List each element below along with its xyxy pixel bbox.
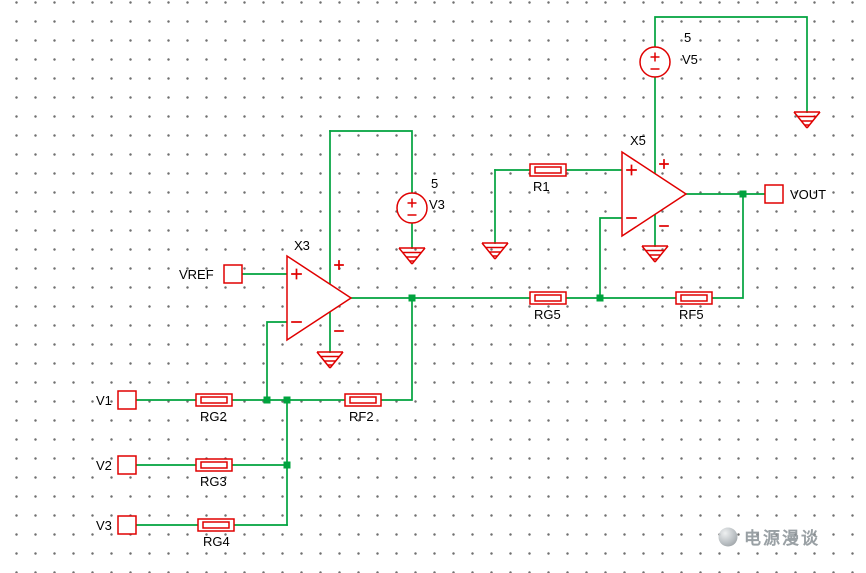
resistor-rg5-label: RG5	[534, 307, 561, 322]
opamp-x3-body[interactable]	[286, 254, 353, 342]
port-v2[interactable]	[117, 455, 137, 475]
resistor-rf5-label: RF5	[679, 307, 704, 322]
source-v5-label: V5	[682, 52, 698, 67]
port-vref[interactable]	[223, 264, 243, 284]
resistor-r1[interactable]	[529, 163, 567, 177]
source-v5-value: 5	[684, 30, 691, 45]
wire-supply-to-v3[interactable]	[329, 130, 413, 194]
wire-rf5-to-out-node[interactable]	[711, 193, 744, 299]
wire-x3-minus-feedback[interactable]	[266, 321, 288, 401]
opamp-x5-label: X5	[630, 133, 646, 148]
opamp-x3[interactable]	[286, 254, 353, 342]
resistor-rf5[interactable]	[675, 291, 713, 305]
ground-symbol[interactable]	[316, 351, 344, 369]
ground-symbol[interactable]	[793, 111, 821, 129]
voltage-source-v5[interactable]	[639, 46, 671, 78]
plus-input-mark	[291, 268, 302, 280]
voltage-source-v3[interactable]	[396, 192, 428, 224]
resistor-rg3-label: RG3	[200, 474, 227, 489]
port-v3[interactable]	[117, 515, 137, 535]
watermark: 电源漫谈	[718, 527, 820, 548]
resistor-rg2[interactable]	[195, 393, 233, 407]
plus-input-mark	[626, 164, 637, 176]
resistor-rg3[interactable]	[195, 458, 233, 472]
junction-node	[283, 461, 291, 469]
junction-node	[283, 396, 291, 404]
opamp-x5[interactable]	[621, 150, 688, 238]
opamp-x5-body[interactable]	[621, 150, 688, 238]
port-v2-label: V2	[96, 458, 112, 473]
port-vout-label: VOUT	[790, 187, 826, 202]
resistor-rf2-label: RF2	[349, 409, 374, 424]
source-v3-label: V3	[429, 197, 445, 212]
junction-node	[739, 190, 747, 198]
ground-symbol[interactable]	[641, 245, 669, 263]
watermark-camera-icon	[718, 527, 738, 547]
ground-symbol[interactable]	[481, 242, 509, 260]
junction-node	[408, 294, 416, 302]
opamp-x3-label: X3	[294, 238, 310, 253]
port-v3-label: V3	[96, 518, 112, 533]
resistor-rf2[interactable]	[344, 393, 382, 407]
resistor-rg4-label: RG4	[203, 534, 230, 549]
port-v1-label: V1	[96, 393, 112, 408]
ground-symbol[interactable]	[398, 247, 426, 265]
resistor-r1-label: R1	[533, 179, 550, 194]
wire-node-to-x5-minus[interactable]	[599, 217, 623, 299]
port-vout[interactable]	[764, 184, 784, 204]
resistor-rg2-label: RG2	[200, 409, 227, 424]
junction-node	[596, 294, 604, 302]
resistor-rg4[interactable]	[197, 518, 235, 532]
watermark-text: 电源漫谈	[744, 528, 820, 548]
port-vref-label: VREF	[179, 267, 214, 282]
vplus-supply-mark	[659, 159, 669, 169]
resistor-rg5[interactable]	[529, 291, 567, 305]
port-v1[interactable]	[117, 390, 137, 410]
wire-feedback-to-rf2[interactable]	[380, 297, 413, 401]
vplus-supply-mark	[334, 260, 344, 270]
wire-v5-top-to-gnd[interactable]	[654, 16, 808, 113]
source-v3-value: 5	[431, 176, 438, 191]
junction-node	[263, 396, 271, 404]
